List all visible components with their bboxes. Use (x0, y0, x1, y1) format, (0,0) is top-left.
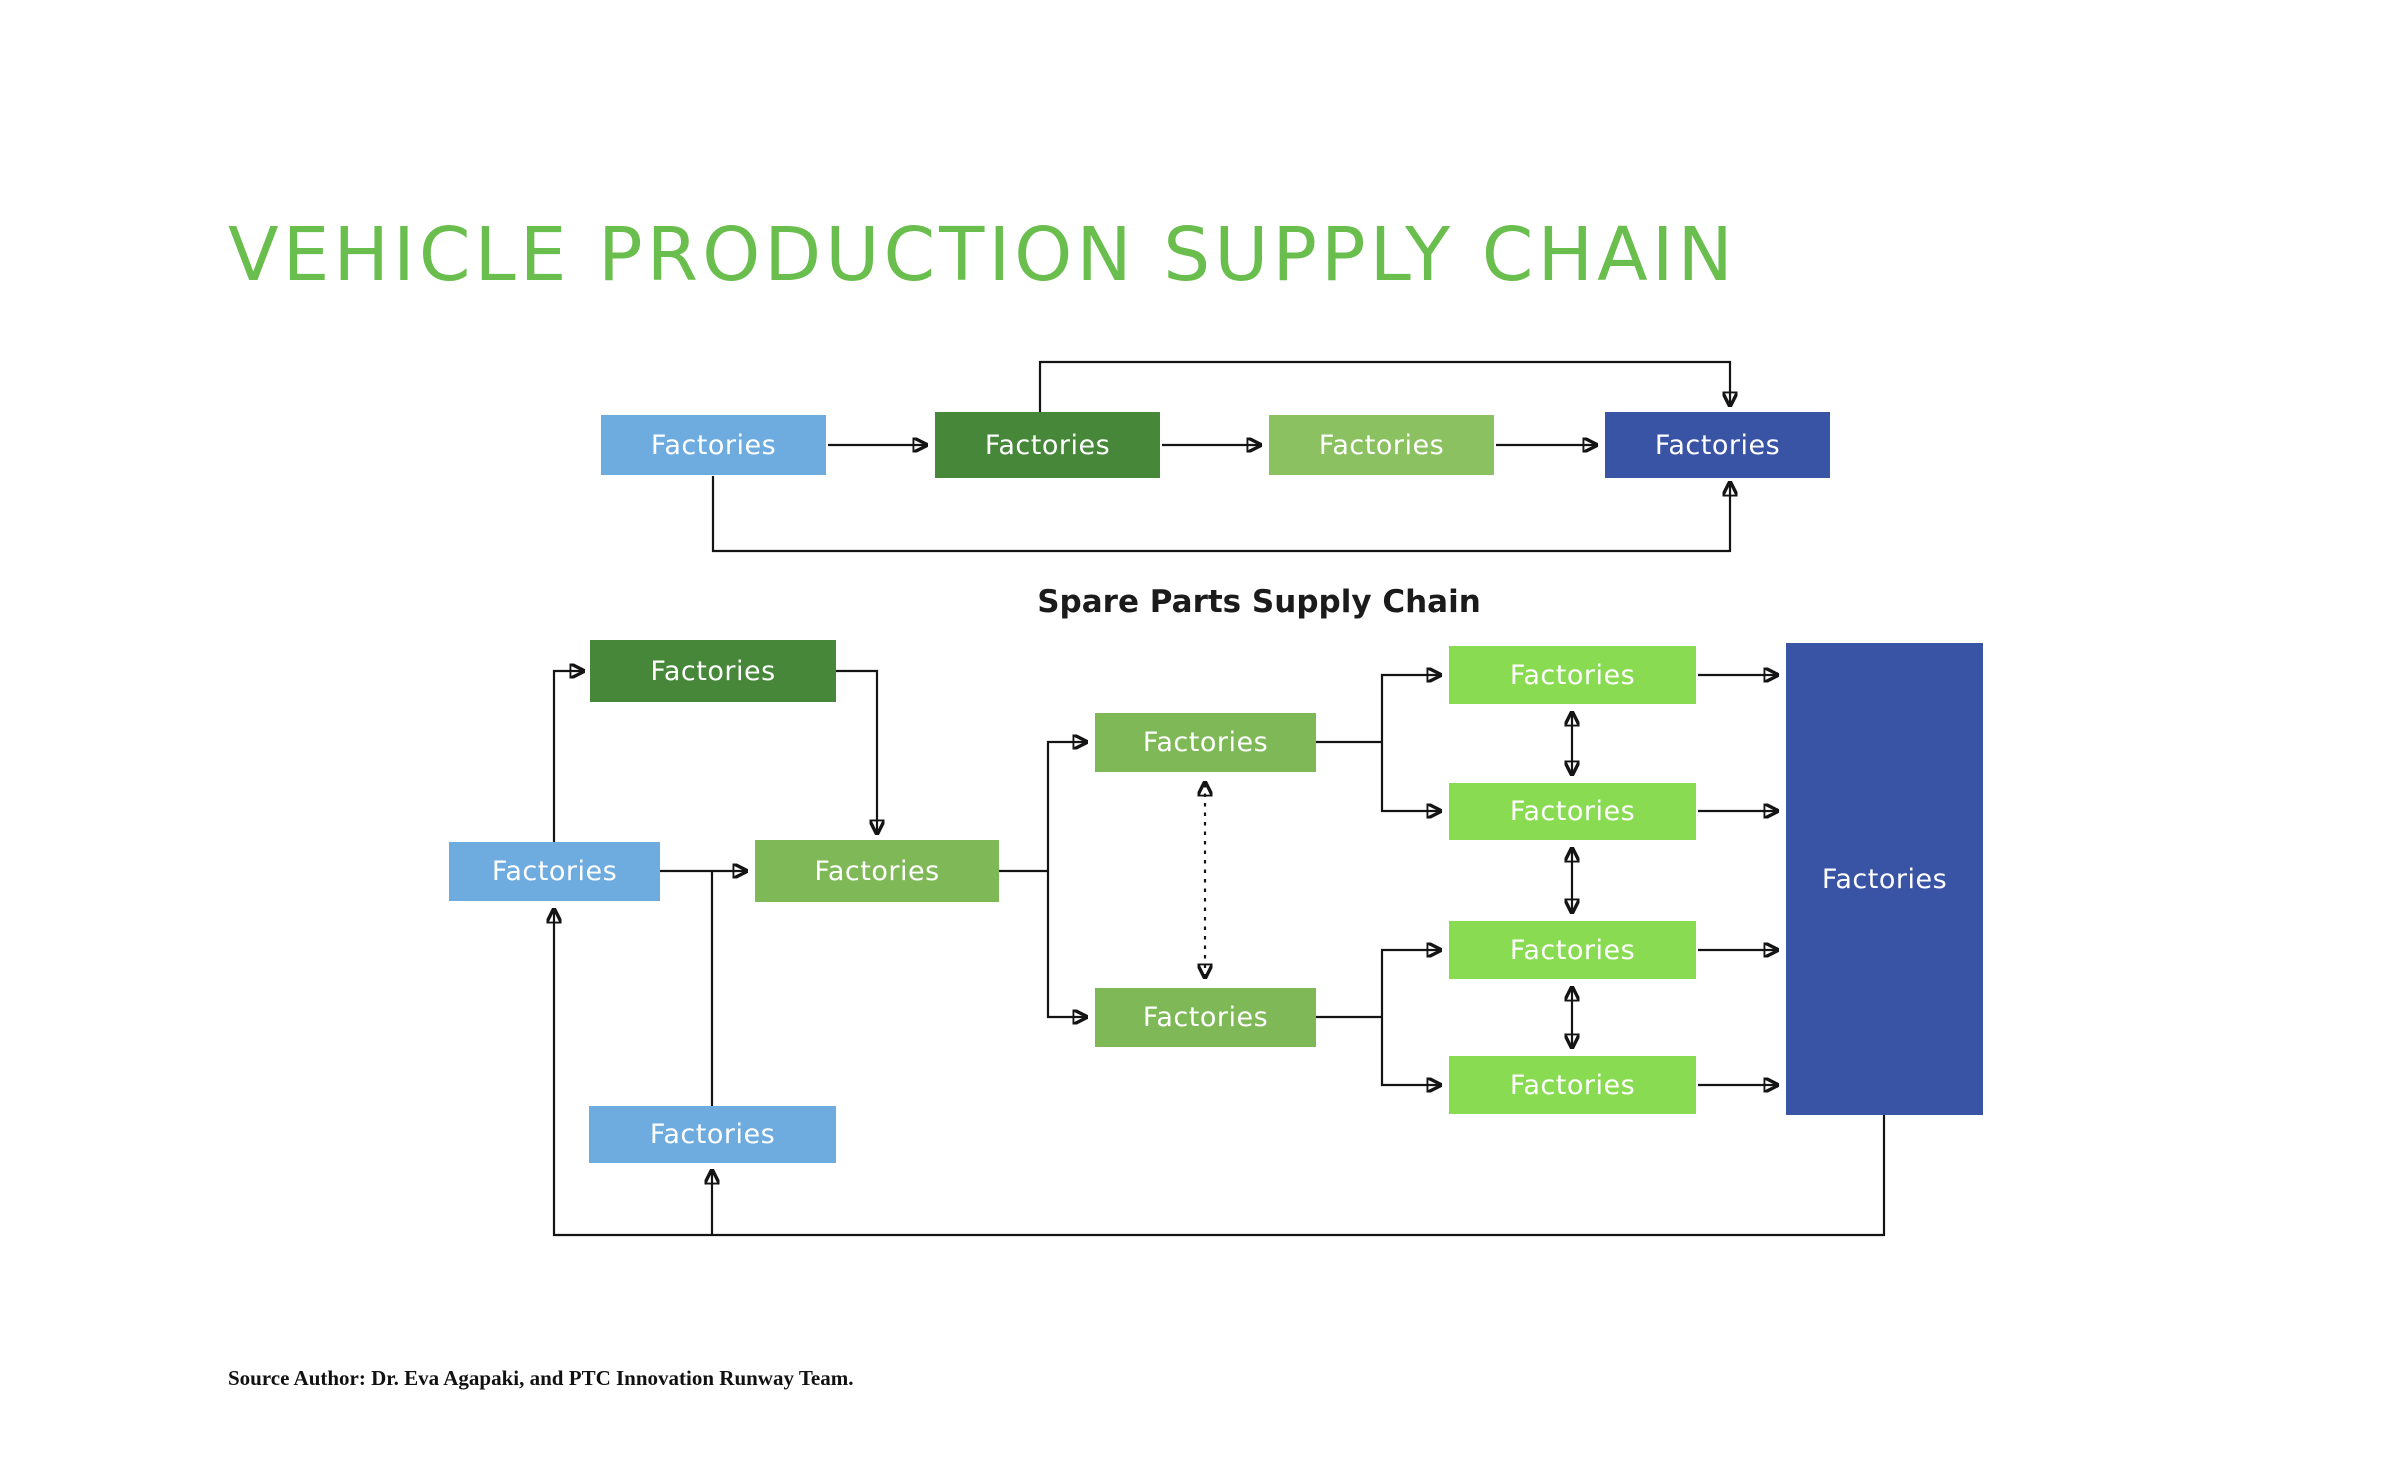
spare-final-assembly-box: Factories (1786, 643, 1983, 1115)
top-chain-box-2: Factories (935, 412, 1160, 478)
spare-regional-box-4: Factories (1449, 1056, 1696, 1114)
spare-left-source-box: Factories (449, 842, 660, 901)
spare-regional-box-3: Factories (1449, 921, 1696, 979)
arrow-top-feedback-lower (711, 476, 1730, 553)
spare-parts-heading: Spare Parts Supply Chain (1037, 584, 1481, 620)
arrow-top-feedback-upper (1038, 360, 1730, 412)
spare-regional-box-1: Factories (1449, 646, 1696, 704)
arrow-hub-to-upper (1046, 742, 1085, 871)
arrow-topsupplier-to-hub (836, 669, 877, 832)
arrow-lower-to-regional3 (1380, 950, 1439, 1017)
diagram-title: VEHICLE PRODUCTION SUPPLY CHAIN (228, 212, 1737, 298)
spare-top-supplier-box: Factories (590, 640, 836, 702)
spare-regional-box-2: Factories (1449, 783, 1696, 840)
top-chain-box-4: Factories (1605, 412, 1830, 478)
source-attribution: Source Author: Dr. Eva Agapaki, and PTC … (228, 1366, 854, 1390)
spare-upper-distributor-box: Factories (1095, 713, 1316, 772)
arrow-upper-to-regional2 (1380, 742, 1439, 811)
spare-lower-distributor-box: Factories (1095, 988, 1316, 1047)
arrow-upper-to-regional1 (1380, 675, 1439, 742)
top-chain-box-3: Factories (1269, 415, 1494, 475)
top-chain-box-1: Factories (601, 415, 826, 475)
arrow-hub-to-lower (1046, 871, 1085, 1017)
spare-bottom-source-box: Factories (589, 1106, 836, 1163)
arrow-lower-to-regional4 (1380, 1017, 1439, 1085)
arrow-leftsource-to-topsupplier (552, 671, 582, 842)
spare-central-hub-box: Factories (755, 840, 999, 902)
